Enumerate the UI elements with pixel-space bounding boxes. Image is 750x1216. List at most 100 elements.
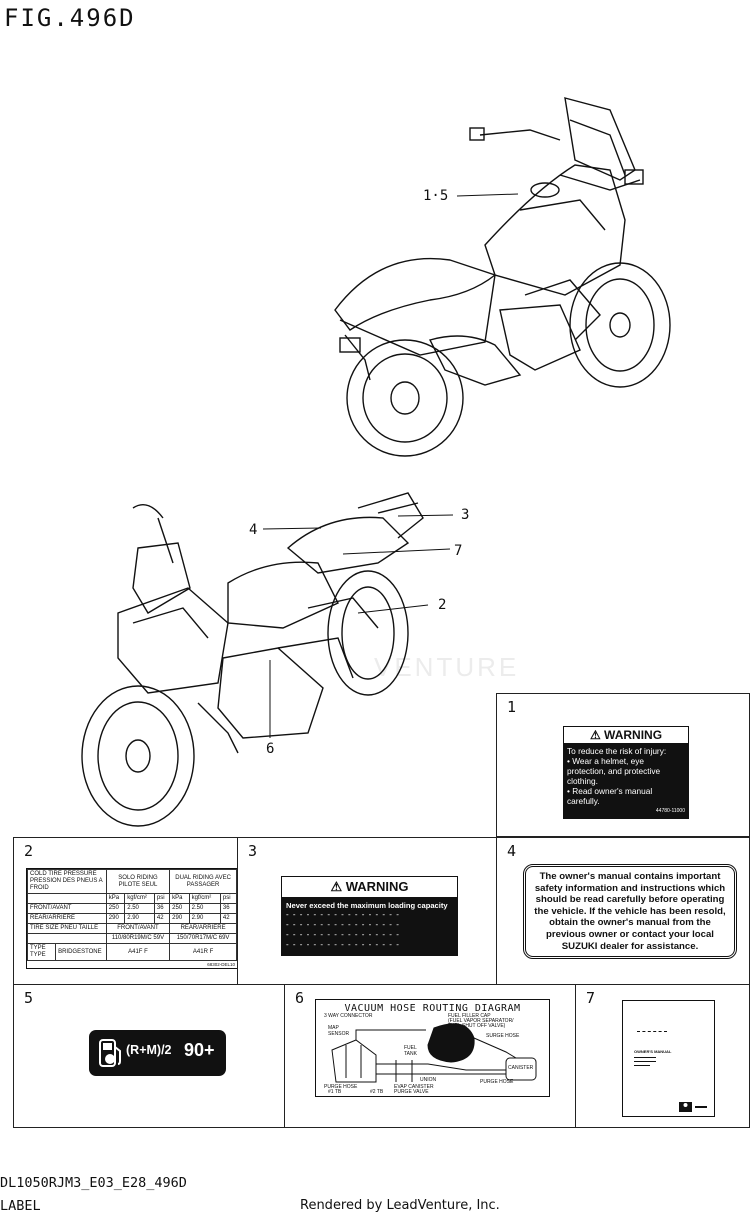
warning-line: To reduce the risk of injury:	[567, 746, 667, 756]
rendered-by: Rendered by LeadVenture, Inc.	[300, 1198, 500, 1213]
tire-front-size: 110/80R19M/C 59V	[105, 933, 171, 944]
panel-number: 1	[507, 698, 517, 716]
label-panel-1: 1 ⚠ WARNING To reduce the risk of injury…	[496, 693, 750, 837]
fuel-octane-label: (R+M)/2 90+	[89, 1030, 226, 1076]
label-surge-hose: SURGE HOSE	[486, 1033, 520, 1039]
watermark: VENTURE	[374, 652, 520, 682]
label-3way-connector: 3 WAY CONNECTOR	[324, 1013, 373, 1019]
warning-heading: ⚠ WARNING	[282, 877, 457, 898]
tire-value: 2.50	[188, 903, 221, 914]
tire-rear-type: A41R F	[169, 943, 237, 961]
warning-label: ⚠ WARNING To reduce the risk of injury: …	[563, 726, 689, 819]
callout-7: 7	[454, 543, 463, 559]
tire-value: 2.90	[188, 913, 221, 924]
cover-line	[637, 1031, 667, 1032]
tire-unit: kgf/cm²	[188, 893, 221, 904]
callout-4: 4	[249, 522, 258, 538]
warning-line: • Read owner's manual	[567, 786, 653, 796]
label-fuel-shutoff-valve: FUEL SHUT OFF VALVE)	[448, 1023, 506, 1029]
tire-value: 250	[105, 903, 126, 914]
tire-value: 36	[219, 903, 238, 914]
warning-triangle-icon: ⚠	[589, 728, 601, 742]
tire-value: 42	[219, 913, 238, 924]
callout-1-5: 1·5	[423, 188, 449, 204]
tire-value: 290	[105, 913, 126, 924]
panel-number: 7	[586, 989, 596, 1007]
label-tb2: #2 TB	[370, 1089, 384, 1095]
cover-line	[634, 1065, 650, 1066]
tire-header-cold: COLD TIRE PRESSURE	[30, 871, 97, 877]
label-evap-canister: EVAP CANISTER	[394, 1084, 434, 1090]
warning-line: • Wear a helmet, eye	[567, 756, 644, 766]
label-tb1: #1 TB	[328, 1089, 342, 1095]
panel-number: 4	[507, 842, 517, 860]
motorcycle-rear-view-illustration	[334, 97, 671, 457]
vacuum-diagram-title: VACUUM HOSE ROUTING DIAGRAM	[344, 1003, 521, 1014]
label-code: 44780-11000	[655, 808, 685, 814]
tire-type-label: TYPE TYPE	[26, 943, 57, 961]
tire-value: 2.90	[124, 913, 155, 924]
model-code: DL1050RJM3_E03_E28_496D	[0, 1175, 187, 1191]
warning-heading-text: WARNING	[345, 879, 409, 894]
tire-value: 36	[153, 903, 171, 914]
warning-heading: ⚠ WARNING	[564, 727, 688, 744]
tire-col-front: FRONT/AVANT	[105, 923, 171, 934]
tire-cell	[27, 933, 107, 944]
tire-unit: kPa	[169, 893, 190, 904]
tire-front-type: A41F F	[105, 943, 171, 961]
placeholder-text-line: - - - - - - - - - - - - - - - - -	[286, 910, 400, 919]
warning-line: carefully.	[567, 796, 600, 806]
panel-number: 2	[24, 842, 34, 860]
label-fuel-filler-cap: FUEL FILLER CAP	[448, 1013, 491, 1019]
owners-manual-cover: OWNER'S MANUAL	[622, 1000, 715, 1117]
vacuum-hose-routing-label: VACUUM HOSE ROUTING DIAGRAM 3 WAY CONNEC…	[315, 999, 550, 1097]
label-vapor-separator: (FUEL VAPOR SEPARATOR/	[448, 1018, 514, 1024]
label-panel-7: 7 OWNER'S MANUAL	[575, 984, 750, 1128]
callout-3: 3	[461, 507, 470, 523]
cover-line	[634, 1057, 656, 1058]
panel-number: 5	[24, 989, 34, 1007]
label-panel-3: 3 ⚠ WARNING Never exceed the maximum loa…	[237, 837, 497, 985]
tire-row-label: FRONT/AVANT	[27, 903, 107, 914]
tire-unit: psi	[153, 893, 171, 904]
figure-title: FIG.496D	[4, 4, 136, 32]
tire-unit: psi	[219, 893, 238, 904]
owners-manual-notice-label: The owner's manual contains important sa…	[523, 864, 737, 960]
cover-line	[634, 1061, 656, 1062]
label-code: 68302-DEL10	[207, 962, 235, 967]
tire-cell	[27, 893, 107, 904]
tire-brand: BRIDGESTONE	[55, 943, 107, 961]
label-fuel-tank: FUEL TANK	[404, 1045, 417, 1057]
fuel-pump-icon	[99, 1039, 121, 1067]
tire-unit: kgf/cm²	[124, 893, 155, 904]
tire-cell: DUAL RIDING AVEC PASSAGER	[169, 869, 237, 894]
tire-value: 2.50	[124, 903, 155, 914]
motorcycle-front-view-illustration	[81, 492, 454, 827]
tire-cell: SOLO RIDING PILOTE SEUL	[105, 869, 171, 894]
label-union: UNION	[420, 1077, 437, 1083]
load-warning-label: ⚠ WARNING Never exceed the maximum loadi…	[281, 876, 458, 956]
label-purge-hose-right: PURGE HOSE	[480, 1079, 514, 1085]
warning-line: protection, and protective	[567, 766, 661, 776]
tire-value: 42	[153, 913, 171, 924]
placeholder-text-line: - - - - - - - - - - - - - - - - -	[286, 930, 400, 939]
callout-6: 6	[266, 741, 275, 757]
manual-logo-icon	[679, 1102, 707, 1112]
label-canister: CANISTER	[508, 1065, 534, 1071]
tire-row-label: REAR/ARRIERE	[27, 913, 107, 924]
warning-line: clothing.	[567, 776, 598, 786]
label-panel-5: 5 (R+M)/2 90+	[13, 984, 285, 1128]
cover-title: OWNER'S MANUAL	[634, 1049, 672, 1054]
octane-rating: 90+	[184, 1040, 215, 1060]
tire-size-label: TIRE SIZE PNEU TAILLE	[27, 923, 107, 934]
tire-value: 250	[169, 903, 190, 914]
octane-formula: (R+M)/2	[126, 1043, 172, 1057]
warning-heading-text: WARNING	[604, 728, 663, 742]
tire-rear-size: 150/70R17M/C 69V	[169, 933, 237, 944]
placeholder-text-line: - - - - - - - - - - - - - - - - -	[286, 920, 400, 929]
label-panel-6: 6 VACUUM HOSE ROUTING DIAGRAM 3 WAY CONN…	[284, 984, 576, 1128]
category-label: LABEL	[0, 1198, 41, 1214]
